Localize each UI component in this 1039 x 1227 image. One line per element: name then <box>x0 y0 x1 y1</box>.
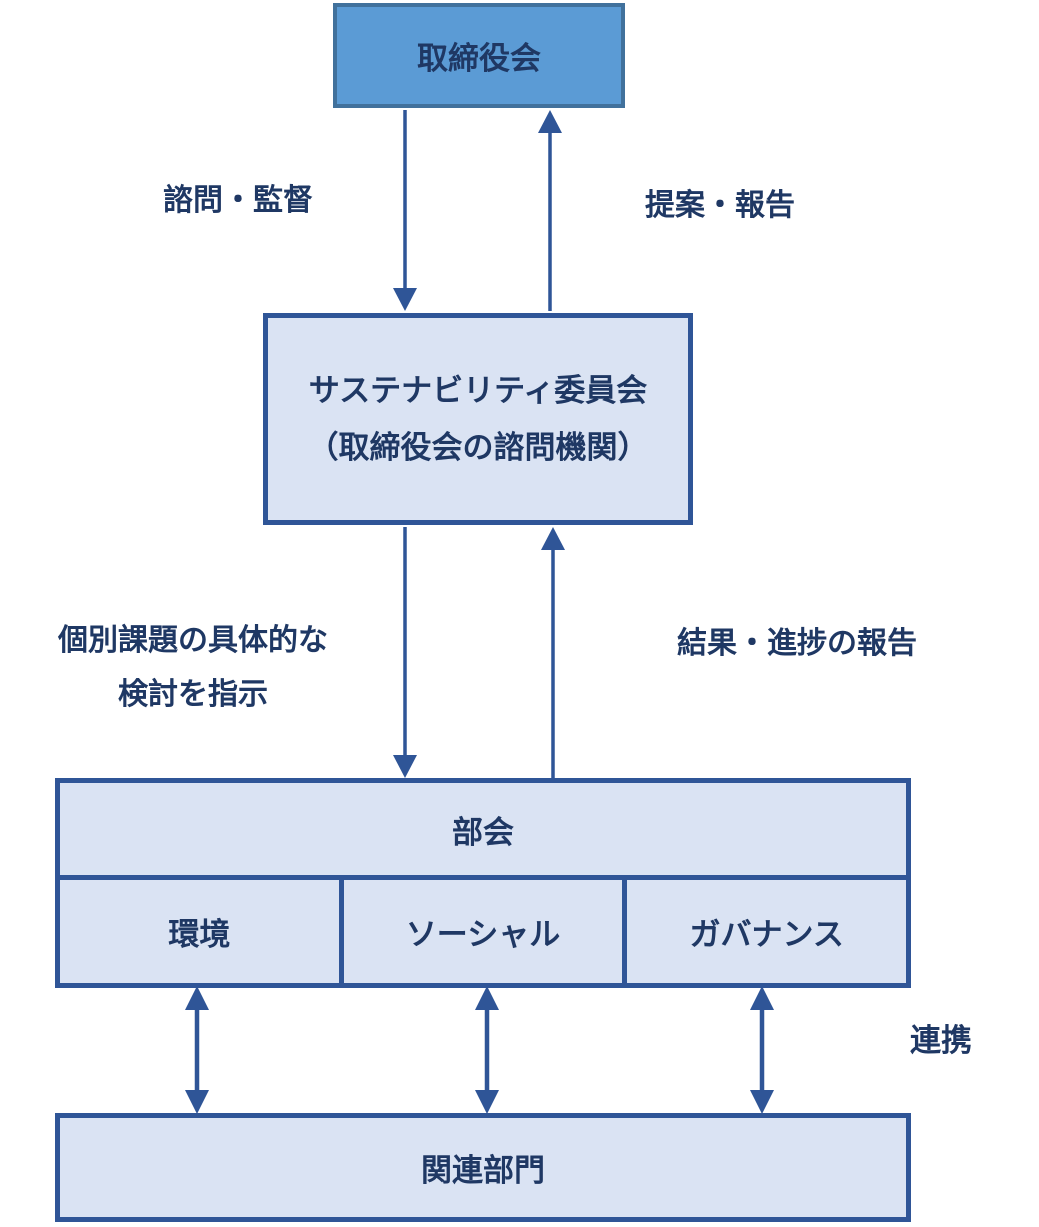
social-label: ソーシャル <box>405 917 561 952</box>
related-departments-label: 関連部門 <box>421 1153 545 1188</box>
cooperation-double-arrow-environment <box>185 986 209 1114</box>
governance-label: ガバナンス <box>689 917 844 952</box>
subcommittee-cell-environment: 環境 <box>60 880 339 983</box>
advisory-down-arrow <box>393 110 417 311</box>
advisory-supervision-label: 諮問・監督 <box>163 184 313 217</box>
board-of-directors-box: 取締役会 <box>333 3 625 108</box>
subcommittee-cell-social: ソーシャル <box>338 880 623 983</box>
result-progress-report-label: 結果・進捗の報告 <box>677 627 917 660</box>
cooperation-label: 連携 <box>910 1023 972 1058</box>
cooperation-double-arrow-governance <box>750 986 774 1114</box>
cooperation-double-arrow-social <box>475 986 499 1114</box>
proposal-up-arrow <box>538 110 562 311</box>
subcommittee-cell-governance: ガバナンス <box>622 880 906 983</box>
board-of-directors-label: 取締役会 <box>417 41 541 76</box>
sustainability-committee-label-line2: （取締役会の諮問機関） <box>307 430 649 465</box>
instruct-label-line2: 検討を指示 <box>118 678 268 711</box>
environment-label: 環境 <box>168 917 231 952</box>
instruct-label: 個別課題の具体的な 検討を指示 <box>58 614 328 722</box>
related-departments-box: 関連部門 <box>55 1113 911 1222</box>
sustainability-committee-label-line1: サステナビリティ委員会 <box>308 373 648 408</box>
subcommittee-box: 部会 環境 ソーシャル ガバナンス <box>55 778 911 988</box>
proposal-report-label: 提案・報告 <box>645 189 795 222</box>
subcommittee-label: 部会 <box>452 814 514 850</box>
instruct-label-line1: 個別課題の具体的な <box>58 624 328 657</box>
report-up-arrow <box>541 527 565 778</box>
instruct-down-arrow <box>393 527 417 778</box>
subcommittee-cells-row: 環境 ソーシャル ガバナンス <box>60 880 906 983</box>
subcommittee-header: 部会 <box>60 783 906 880</box>
sustainability-committee-box: サステナビリティ委員会 （取締役会の諮問機関） <box>263 313 693 525</box>
